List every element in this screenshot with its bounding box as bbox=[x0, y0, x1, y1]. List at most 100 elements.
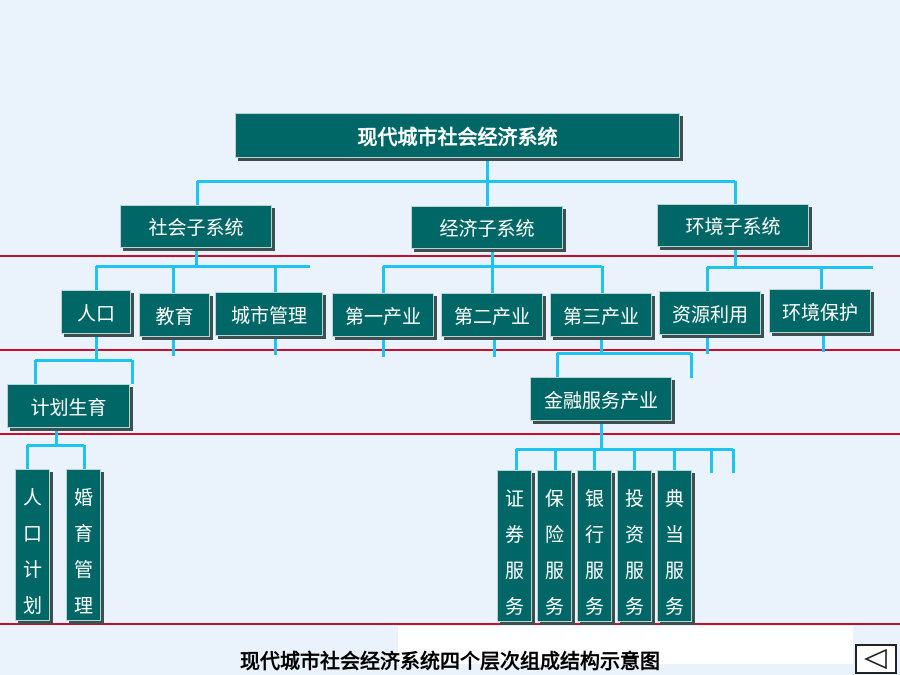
node-population: 人口 bbox=[61, 290, 131, 334]
vertical-char: 服 bbox=[664, 560, 684, 582]
vertical-char: 务 bbox=[664, 596, 684, 618]
connector-segment bbox=[274, 336, 277, 355]
connector-segment bbox=[732, 449, 735, 473]
node-education: 教育 bbox=[139, 293, 210, 337]
caption-background bbox=[398, 626, 853, 664]
vertical-char: 育 bbox=[73, 523, 93, 545]
connector-segment bbox=[55, 428, 58, 446]
connector-segment bbox=[554, 449, 557, 471]
node-population-planning: 人口计划 bbox=[15, 469, 50, 621]
node-financial-services: 金融服务产业 bbox=[530, 377, 672, 421]
vertical-char: 行 bbox=[584, 524, 604, 546]
connector-segment bbox=[35, 359, 132, 362]
level-divider-2 bbox=[0, 349, 900, 351]
connector-segment bbox=[556, 353, 559, 378]
node-resource-use: 资源利用 bbox=[659, 291, 761, 335]
vertical-char: 券 bbox=[504, 524, 524, 546]
level-divider-1 bbox=[0, 255, 900, 257]
connector-segment bbox=[707, 266, 873, 269]
node-primary-industry: 第一产业 bbox=[332, 293, 434, 337]
vertical-char: 务 bbox=[504, 596, 524, 618]
vertical-char: 理 bbox=[73, 595, 93, 617]
connector-segment bbox=[600, 337, 603, 354]
connector-segment bbox=[633, 449, 636, 471]
vertical-char: 服 bbox=[544, 560, 564, 582]
vertical-char: 证 bbox=[504, 488, 524, 510]
vertical-char: 计 bbox=[22, 559, 42, 581]
connector-segment bbox=[822, 333, 825, 352]
back-button[interactable] bbox=[855, 644, 897, 674]
node-root: 现代城市社会经济系统 bbox=[235, 113, 680, 158]
connector-segment bbox=[197, 180, 735, 183]
diagram-caption: 现代城市社会经济系统四个层次组成结构示意图 bbox=[240, 649, 660, 673]
connector-segment bbox=[274, 266, 277, 293]
connector-segment bbox=[382, 337, 385, 357]
vertical-char: 服 bbox=[584, 560, 604, 582]
connector-segment bbox=[26, 445, 29, 470]
node-pawn-services: 典当服务 bbox=[657, 470, 692, 622]
connector-segment bbox=[673, 449, 676, 471]
vertical-char: 当 bbox=[664, 524, 684, 546]
connector-segment bbox=[83, 445, 86, 470]
level-divider-4 bbox=[0, 623, 900, 625]
vertical-char: 服 bbox=[624, 560, 644, 582]
node-economic-subsystem: 经济子系统 bbox=[411, 206, 563, 249]
connector-segment bbox=[96, 265, 310, 268]
connector-segment bbox=[95, 266, 98, 291]
connector-segment bbox=[34, 360, 37, 385]
connector-segment bbox=[600, 421, 603, 450]
vertical-char: 银 bbox=[584, 488, 604, 510]
connector-segment bbox=[706, 267, 709, 292]
connector-segment bbox=[593, 449, 596, 471]
connector-segment bbox=[690, 353, 693, 378]
connector-segment bbox=[131, 360, 134, 384]
connector-segment bbox=[486, 158, 489, 183]
vertical-char: 口 bbox=[22, 523, 42, 545]
node-tertiary-industry: 第三产业 bbox=[550, 293, 652, 337]
connector-segment bbox=[734, 181, 737, 205]
vertical-char: 务 bbox=[544, 596, 564, 618]
connector-segment bbox=[601, 266, 604, 294]
triangle-left-icon bbox=[864, 649, 887, 669]
vertical-char: 务 bbox=[584, 596, 604, 618]
vertical-char: 婚 bbox=[73, 487, 93, 509]
connector-segment bbox=[486, 181, 489, 207]
connector-segment bbox=[491, 266, 494, 294]
vertical-char: 典 bbox=[664, 488, 684, 510]
connector-segment bbox=[493, 337, 496, 357]
connector-segment bbox=[195, 248, 198, 267]
connector-segment bbox=[820, 267, 823, 290]
connector-segment bbox=[196, 181, 199, 206]
vertical-char: 人 bbox=[22, 487, 42, 509]
connector-segment bbox=[382, 266, 385, 294]
node-family-planning: 计划生育 bbox=[7, 384, 130, 428]
node-banking-services: 银行服务 bbox=[577, 470, 612, 622]
connector-segment bbox=[515, 449, 518, 471]
vertical-char: 保 bbox=[544, 488, 564, 510]
node-marriage-management: 婚育管理 bbox=[66, 469, 101, 621]
vertical-char: 管 bbox=[73, 559, 93, 581]
vertical-char: 务 bbox=[624, 596, 644, 618]
vertical-char: 服 bbox=[504, 560, 524, 582]
level-divider-3 bbox=[0, 433, 900, 435]
connector-segment bbox=[734, 247, 737, 268]
node-securities-services: 证券服务 bbox=[497, 470, 532, 622]
node-urban-management: 城市管理 bbox=[215, 292, 323, 336]
node-investment-services: 投资服务 bbox=[617, 470, 652, 622]
connector-segment bbox=[491, 249, 494, 267]
vertical-char: 险 bbox=[544, 524, 564, 546]
connector-segment bbox=[27, 444, 84, 447]
node-environmental-protection: 环境保护 bbox=[769, 289, 871, 333]
connector-segment bbox=[172, 337, 175, 356]
vertical-char: 资 bbox=[624, 524, 644, 546]
vertical-char: 划 bbox=[22, 595, 42, 617]
connector-segment bbox=[172, 266, 175, 294]
vertical-char: 投 bbox=[624, 488, 644, 510]
connector-segment bbox=[557, 352, 691, 355]
node-insurance-services: 保险服务 bbox=[537, 470, 572, 622]
connector-segment bbox=[95, 334, 98, 360]
node-social-subsystem: 社会子系统 bbox=[120, 205, 272, 248]
connector-segment bbox=[706, 335, 709, 354]
node-secondary-industry: 第二产业 bbox=[441, 293, 543, 337]
